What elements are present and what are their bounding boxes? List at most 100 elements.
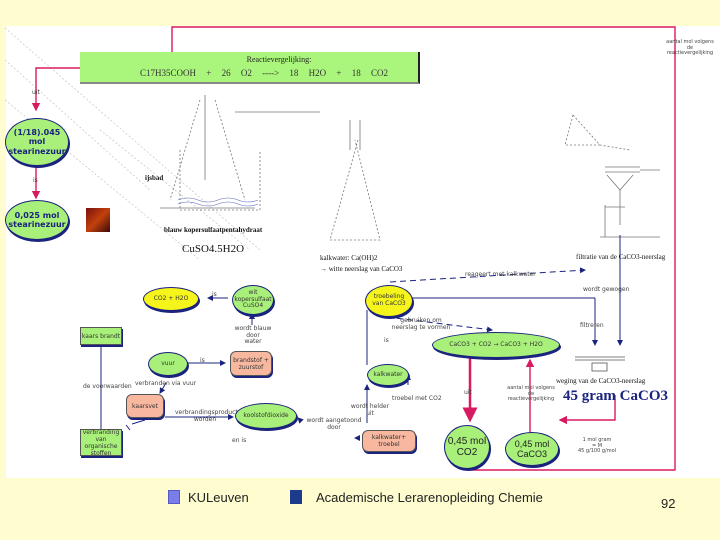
node-line: zuurstof xyxy=(238,363,264,371)
node-line: 0,45 mol xyxy=(447,435,487,447)
program-logo-icon xyxy=(290,490,302,504)
turbidity-node: troebeling van CaCO3 xyxy=(365,285,413,317)
carbon-dioxide-node: koolstofdioxide xyxy=(235,403,297,429)
candle-burns-node: kaars brandt xyxy=(80,327,122,345)
limewater-turbid-node: kalkwater+ troebel xyxy=(362,430,416,452)
co2-mol-node: 0,45 mol CO2 xyxy=(444,425,490,469)
ice-bath-label: ijsbad xyxy=(145,174,164,182)
apparatus-sketch xyxy=(160,95,660,241)
node-line: verbranding van xyxy=(82,428,120,443)
note-line: 45 g/100 g/mol xyxy=(577,448,617,454)
note-line: reactievergelijking xyxy=(507,396,555,402)
fire-arrow-label: is xyxy=(200,357,205,364)
node-label: kaarsvet xyxy=(132,402,158,410)
note-line: de xyxy=(686,44,694,51)
kuleuven-logo-icon xyxy=(168,490,180,504)
node-line: (1/18).045 xyxy=(13,128,61,138)
note-line: neerslag te vormen xyxy=(391,323,451,331)
white-copper-sulfate-node: wit kopersulfaat CuSO4 xyxy=(232,285,274,315)
co2-h2o-node: CO2 + H2O xyxy=(143,287,199,311)
node-label: CO2 + H2O xyxy=(153,294,189,302)
node-line: stearinezuur xyxy=(8,220,66,229)
node-line: CaCO3 xyxy=(516,449,547,459)
note-line: = M xyxy=(591,442,603,449)
conversion-note: 1 mol gram = M 45 g/100 g/mol xyxy=(572,437,622,455)
reaction-equation-box: Reactievergelijking: C17H35COOH + 26 O2 … xyxy=(80,52,420,84)
limewater-note-2: troebel met CO2 xyxy=(392,395,442,402)
note-line: worden xyxy=(193,415,217,423)
node-line: CuSO4 xyxy=(242,302,264,310)
fire-node: vuur xyxy=(148,352,188,376)
node-line: mol xyxy=(28,137,46,147)
bottom-label: en is xyxy=(232,437,247,444)
side-label: is xyxy=(384,337,389,344)
wax-node: kaarsvet xyxy=(126,394,164,418)
filter-label: filtreren xyxy=(580,322,604,329)
concept-map-lines xyxy=(100,235,623,441)
weighing-label: weging van de CaCO3-neerslag xyxy=(556,377,646,385)
note-line: aantal mol volgens xyxy=(507,385,555,391)
stearic-acid-node-1: (1/18).045 mol stearinezuur xyxy=(5,118,69,166)
page-number: 92 xyxy=(661,496,676,511)
left-arrow2-label: is xyxy=(33,177,38,184)
note-line: wordt aangetoond xyxy=(306,417,362,424)
limewater-arrow-label: reageert met kalkwater xyxy=(465,271,536,278)
limewater-node: kalkwater xyxy=(367,364,409,386)
limewater-precipitate-label: → witte neerslag van CaCO3 xyxy=(320,265,403,273)
node-line: stoffen xyxy=(90,449,112,457)
node-label: koolstofdioxide xyxy=(243,411,289,419)
node-line: organische xyxy=(84,442,118,450)
node-line: troebeling xyxy=(373,293,405,301)
filtration-label: filtratie van de CaCO3-neerslag xyxy=(576,253,666,261)
note-line: 1 mol gram xyxy=(582,437,612,443)
node-line: 0,025 mol xyxy=(14,210,60,220)
copper-note: wordt blauw door water xyxy=(228,325,278,346)
balance-sketch xyxy=(575,356,625,372)
node-label: CaCO3 + CO2 → CaCO3 + H2O xyxy=(449,340,543,348)
middle-note: aantal mol volgens de reactievergelijkin… xyxy=(500,385,562,403)
down-arrow-label: uit xyxy=(464,389,472,396)
footer-program: Academische Lerarenopleiding Chemie xyxy=(316,490,543,505)
co2-detect-note: wordt aangetoond door xyxy=(305,417,363,431)
node-line: brandstof + xyxy=(233,356,269,364)
mass-result: 45 gram CaCO3 xyxy=(563,388,668,404)
background-sketch-lines xyxy=(4,27,261,261)
reaction-ellipse: CaCO3 + CO2 → CaCO3 + H2O xyxy=(432,332,560,358)
combustion-products-note: verbrandingsproducten worden xyxy=(175,409,246,423)
note-line: de xyxy=(527,390,535,397)
note-line: aantal mol volgens xyxy=(666,39,714,45)
copper-sulfate-label: blauw kopersulfaatpentahydraat xyxy=(164,226,263,234)
node-line: wit kopersulfaat xyxy=(234,288,272,303)
copper-arrow-label: is xyxy=(212,291,217,298)
fire-note: verbranden via vuur xyxy=(135,380,197,387)
stearic-acid-node-2: 0,025 mol stearinezuur xyxy=(5,200,69,240)
note-line: wordt blauw door xyxy=(234,325,272,339)
copper-sulfate-sketch xyxy=(177,197,259,207)
caco3-mol-node: 0,45 mol CaCO3 xyxy=(505,432,559,466)
note-line: reactievergelijking xyxy=(666,50,714,56)
left-stripe xyxy=(0,26,6,478)
limewater-note: wordt helder uit xyxy=(345,403,395,417)
top-right-note: aantal mol volgens de reactievergelijkin… xyxy=(660,39,720,57)
precipitate-note: gebruiken om neerslag te vormen xyxy=(386,317,456,331)
node-line: stearinezuur xyxy=(8,146,66,156)
node-line: 0,45 mol xyxy=(514,438,550,449)
note-line: verbrandingsproducten xyxy=(175,409,246,416)
note-line: wordt helder xyxy=(350,403,390,410)
footer-university: KULeuven xyxy=(188,490,249,505)
reaction-title: Reactievergelijking: xyxy=(246,55,312,64)
slide-canvas xyxy=(0,26,720,478)
note-line: gebruiken om xyxy=(400,317,442,324)
organic-combustion-node: verbranding van organische stoffen xyxy=(80,428,122,457)
reaction-equation: C17H35COOH + 26 O2 ----> 18 H2O + 18 CO2 xyxy=(140,68,388,78)
left-arrow1-label: uit xyxy=(32,89,40,96)
fuel-oxygen-node: brandstof + zuurstof xyxy=(230,351,272,376)
copper-sulfate-formula: CuSO4.5H2O xyxy=(182,243,245,255)
note-line: uit xyxy=(366,409,374,417)
candle-image xyxy=(86,208,110,232)
note-line: door xyxy=(327,423,341,431)
node-label: kaars brandt xyxy=(81,332,121,340)
node-line: CO2 xyxy=(456,447,478,458)
weighed-label: wordt gewogen xyxy=(583,286,630,293)
